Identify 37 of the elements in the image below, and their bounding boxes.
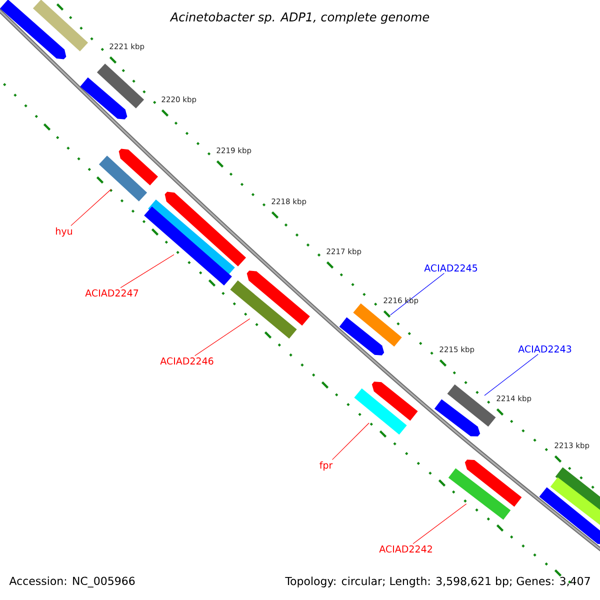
gene-label: ACIAD2246 [160,357,214,365]
gene-feature [246,270,310,326]
gene-feature [96,64,144,108]
gene-feature [447,384,496,427]
gene-label: ACIAD2243 [518,345,572,353]
gene-feature [339,317,384,356]
gene-feature [32,0,88,52]
gene-label: fpr [320,461,333,471]
gene-feature [353,303,402,347]
gene-feature [434,399,480,436]
gene-feature [372,382,418,421]
gene-feature [144,206,232,286]
gene-feature [354,388,407,435]
leader-line [484,354,538,396]
gene-feature [230,280,297,339]
gene-label: ACIAD2245 [424,264,478,272]
gene-feature [80,77,128,120]
gene-feature [550,477,600,527]
gene-label: ACIAD2247 [85,289,138,297]
leader-line [120,254,174,288]
gene-feature [98,156,148,202]
gene-feature [539,487,600,544]
leader-line [332,422,370,460]
gene-feature [448,468,511,520]
leader-line [390,273,444,316]
leader-line [194,318,250,356]
title: Acinetobacter sp. ADP1, complete genome [170,12,430,24]
accession-text: Accession: NC_005966 [9,576,135,588]
leader-line [70,189,112,226]
genome-info-text: Topology: circular; Length: 3,598,621 bp; Genes: 3,407 [285,576,590,588]
gene-feature [118,148,158,186]
gene-feature [464,460,522,507]
gene-feature [164,192,246,266]
leader-line [412,504,467,544]
gene-feature [0,0,66,60]
gene-label: hyu [56,227,72,237]
gene-label: ACIAD2242 [379,545,432,553]
